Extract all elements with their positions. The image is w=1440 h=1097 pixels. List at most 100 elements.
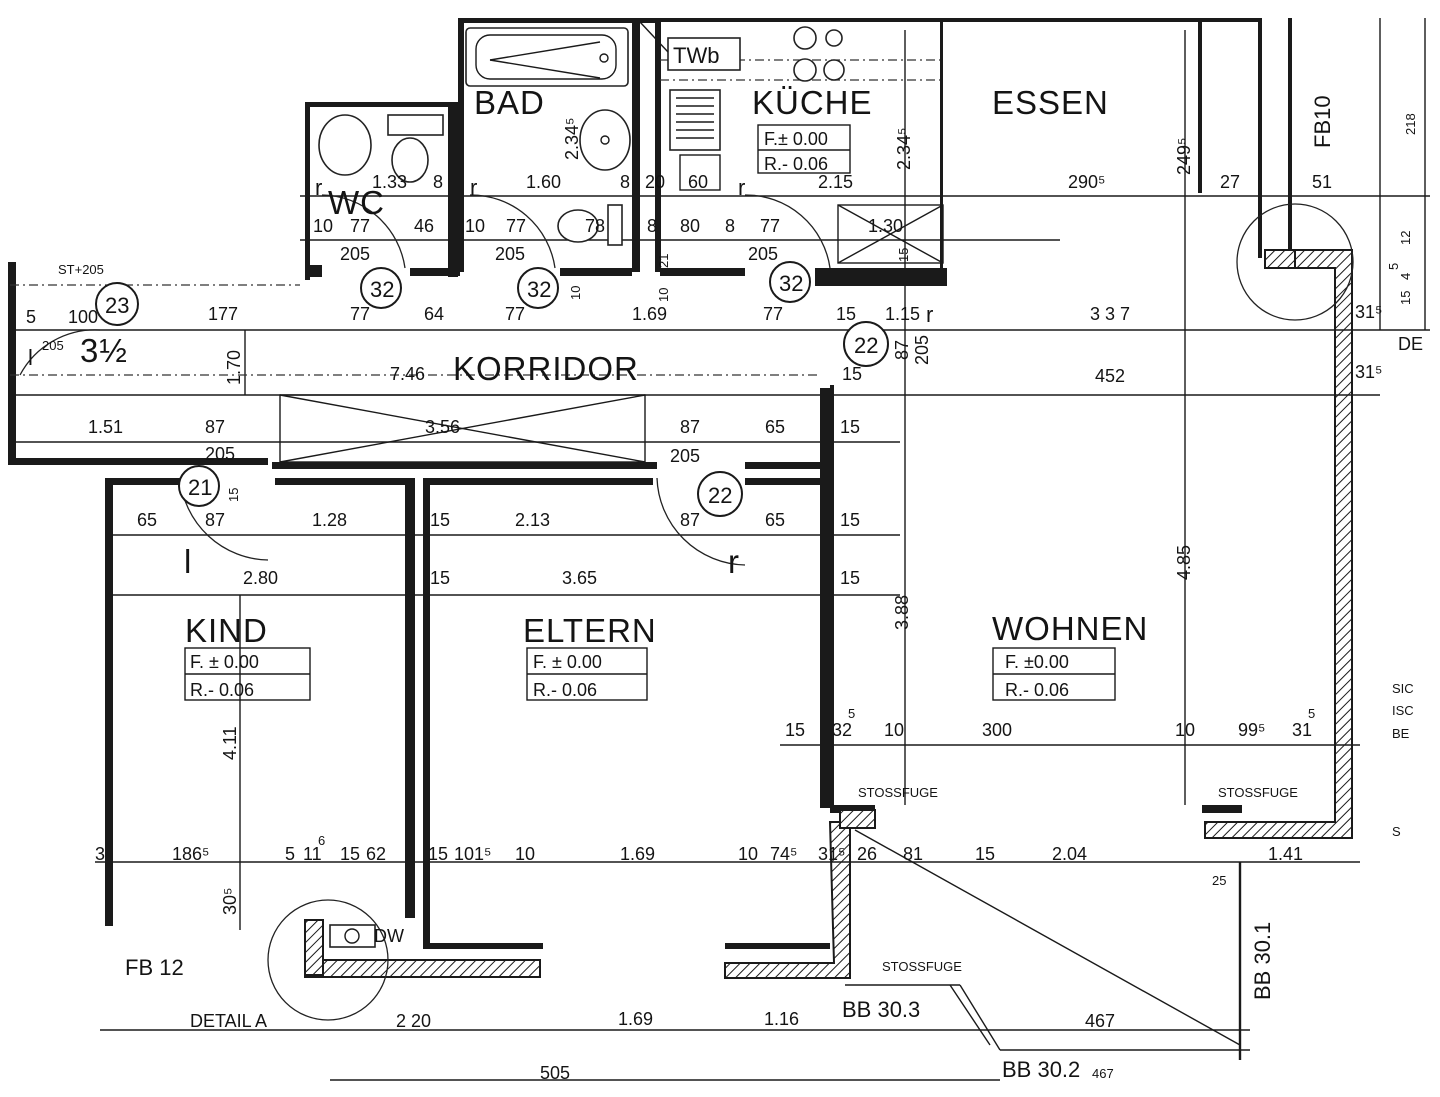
dim-wo-32: 32 — [832, 720, 852, 740]
dim-el-365: 3.65 — [562, 568, 597, 588]
dim-b-15: 15 — [340, 844, 360, 864]
dim-k-411: 4.11 — [220, 726, 240, 760]
dim-wo-388: 3.88 — [892, 595, 912, 630]
dim-essen-218: 218 — [1403, 113, 1418, 135]
dim-k-77: 77 — [760, 216, 780, 236]
door-tag-32-wc: 32 — [370, 277, 394, 302]
room-korridor: KORRIDOR — [453, 350, 639, 387]
label-r-wc: r — [315, 175, 322, 200]
dim-f-467: 467 — [1085, 1011, 1115, 1031]
room-wc: WC — [328, 184, 385, 221]
dim-b-305: 30⁵ — [220, 888, 240, 915]
dim-r-15: 15 — [1398, 291, 1413, 305]
dim-b-1015: 101⁵ — [454, 844, 492, 864]
level-eltern-r: R.- 0.06 — [533, 680, 597, 700]
dim-k-205: 205 — [748, 244, 778, 264]
door-tag-23: 23 — [105, 293, 129, 318]
dim-e-51: 51 — [1312, 172, 1332, 192]
dim-el-65: 65 — [765, 510, 785, 530]
dim-kueche-height: 2.34⁵ — [894, 128, 914, 171]
dim-el-213: 2.13 — [515, 510, 550, 530]
dim-e-st: ST+205 — [58, 262, 104, 277]
dim-b-8a: 8 — [647, 216, 657, 236]
dim-f-467b: 467 — [1092, 1066, 1114, 1081]
dim-b-10v: 10 — [568, 286, 583, 300]
dim-w-205: 205 — [340, 244, 370, 264]
dim-b-745: 74⁵ — [770, 844, 797, 864]
dim-w-77a: 77 — [350, 216, 370, 236]
level-wohnen-f: F. ±0.00 — [1005, 652, 1069, 672]
label-stossfuge-right: STOSSFUGE — [1218, 785, 1298, 800]
dim-k-65: 65 — [137, 510, 157, 530]
dim-k-8b: 8 — [725, 216, 735, 236]
dim-wo-5a: 5 — [848, 706, 855, 721]
label-detail-a: DETAIL A — [190, 1011, 267, 1031]
dim-b-204: 2.04 — [1052, 844, 1087, 864]
label-sic: SIC — [1392, 681, 1414, 696]
dim-c-15c: 15 — [840, 417, 860, 437]
door-tag-22-eltern: 22 — [708, 483, 732, 508]
dim-el-15b: 15 — [430, 568, 450, 588]
label-de: DE — [1398, 334, 1423, 354]
dim-c-315b: 31⁵ — [1355, 362, 1382, 382]
dim-f-220: 2 20 — [396, 1011, 431, 1031]
dim-c-116: 1.15 — [885, 304, 920, 324]
dim-e-100: 100 — [68, 307, 98, 327]
dim-c-15: 15 — [836, 304, 856, 324]
dim-b-205: 205 — [495, 244, 525, 264]
dim-b-77: 77 — [506, 216, 526, 236]
dim-wo-31: 31 — [1292, 720, 1312, 740]
dim-r-5: 5 — [1386, 263, 1401, 270]
dim-e-2905: 290⁵ — [1068, 172, 1106, 192]
dim-b-1865: 186⁵ — [172, 844, 210, 864]
dim-wo-995: 99⁵ — [1238, 720, 1265, 740]
walls — [8, 18, 1292, 949]
dim-k-87: 87 — [205, 510, 225, 530]
dim-w-46: 46 — [414, 216, 434, 236]
label-twb: TWb — [673, 43, 719, 68]
dim-el-87: 87 — [680, 510, 700, 530]
dim-bad-160: 1.60 — [526, 172, 561, 192]
dim-c-64: 64 — [424, 304, 444, 324]
dim-b-25: 25 — [1212, 873, 1226, 888]
dim-c-177: 177 — [208, 304, 238, 324]
door-tag-21: 21 — [188, 475, 212, 500]
level-kueche-f: F.± 0.00 — [764, 129, 828, 149]
label-fb10: FB10 — [1310, 95, 1335, 148]
level-eltern-f: F. ± 0.00 — [533, 652, 602, 672]
dim-b-26: 26 — [857, 844, 877, 864]
dim-c-356: 3.56 — [425, 417, 460, 437]
label-r-eltern: r — [728, 543, 740, 580]
dim-e-5: 5 — [26, 307, 36, 327]
dim-wc-8: 8 — [433, 172, 443, 192]
dim-b-6: 6 — [318, 833, 325, 848]
dim-c-205b: 205 — [670, 446, 700, 466]
dim-wc-133: 1.33 — [372, 172, 407, 192]
room-eltern: ELTERN — [523, 612, 657, 649]
dim-k-128: 1.28 — [312, 510, 347, 530]
label-stossfuge-left: STOSSFUGE — [858, 785, 938, 800]
level-wohnen-r: R.- 0.06 — [1005, 680, 1069, 700]
kitchen-cabinet — [837, 204, 944, 264]
dim-k-280: 2.80 — [243, 568, 278, 588]
room-kind: KIND — [185, 612, 268, 649]
dim-c-746: 7.46 — [390, 364, 425, 384]
dim-b-3: 3 — [95, 844, 105, 864]
dim-wo-10b: 10 — [1175, 720, 1195, 740]
dim-b-11: 11 — [303, 844, 322, 864]
dimension-lines — [10, 18, 1430, 1081]
plan-labels: TWb FB10 FB 12 DETAIL A DW BB 30.1 BB 30… — [28, 43, 1423, 1082]
room-labels: BAD KÜCHE ESSEN WC KORRIDOR KIND ELTERN … — [185, 84, 1147, 649]
label-bb302: BB 30.2 — [1002, 1057, 1080, 1082]
dim-k-10v: 10 — [656, 288, 671, 302]
dim-b-5: 5 — [285, 844, 295, 864]
label-r-kueche: r — [738, 175, 745, 200]
label-l-kind: l — [184, 543, 192, 580]
dim-c-205v: 205 — [912, 335, 932, 365]
label-bb303: BB 30.3 — [842, 997, 920, 1022]
room-kueche: KÜCHE — [752, 84, 873, 121]
door-tag-32-bad: 32 — [527, 277, 551, 302]
label-dw: DW — [374, 926, 404, 946]
dim-b-15c: 15 — [975, 844, 995, 864]
dim-c-15b: 15 — [842, 364, 862, 384]
